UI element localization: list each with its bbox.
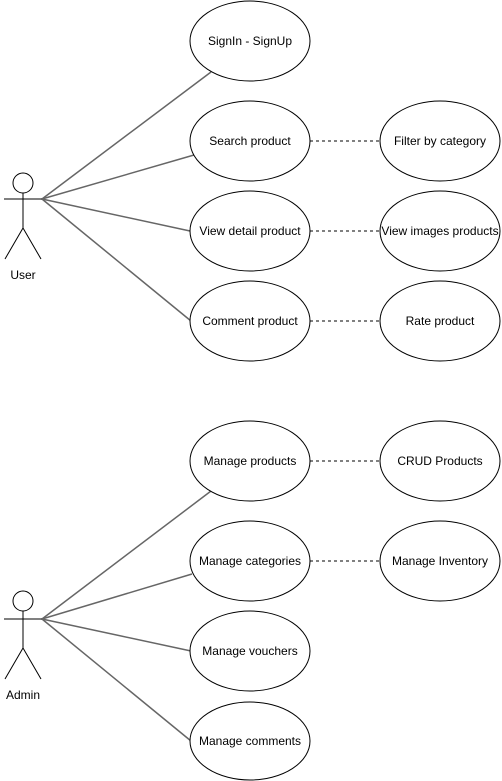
actor-user[interactable]: User <box>4 172 42 282</box>
usecase-manage-comments-label: Manage comments <box>199 734 301 748</box>
usecase-manage-vouchers[interactable]: Manage vouchers <box>189 610 311 692</box>
usecase-signin[interactable]: SignIn - SignUp <box>189 0 311 82</box>
usecase-view-images-products-label: View images products <box>381 224 498 238</box>
usecase-manage-categories-label: Manage categories <box>199 554 301 568</box>
assoc-user-comment <box>41 198 192 322</box>
actor-admin-icon <box>4 590 42 680</box>
usecase-comment-product[interactable]: Comment product <box>189 280 311 362</box>
usecase-search-product-label: Search product <box>209 134 291 148</box>
assoc-admin-manage-comments <box>41 618 192 742</box>
usecase-manage-products[interactable]: Manage products <box>189 420 311 502</box>
usecase-signin-label: SignIn - SignUp <box>208 34 292 48</box>
usecase-manage-categories[interactable]: Manage categories <box>189 520 311 602</box>
user-associations <box>41 71 212 322</box>
usecase-search-product[interactable]: Search product <box>189 100 311 182</box>
usecase-view-images-products[interactable]: View images products <box>379 190 501 272</box>
actor-admin[interactable]: Admin <box>4 590 42 702</box>
usecase-crud-products-label: CRUD Products <box>397 454 482 468</box>
usecase-filter-by-category[interactable]: Filter by category <box>379 100 501 182</box>
assoc-admin-manage-vouchers <box>41 618 192 652</box>
usecase-view-detail-product[interactable]: View detail product <box>189 190 311 272</box>
usecase-comment-product-label: Comment product <box>202 314 298 328</box>
usecase-manage-products-label: Manage products <box>204 454 297 468</box>
usecase-rate-product[interactable]: Rate product <box>379 280 501 362</box>
dashed-relations <box>310 140 380 562</box>
actor-admin-label: Admin <box>6 688 40 702</box>
usecase-manage-vouchers-label: Manage vouchers <box>202 644 297 658</box>
admin-associations <box>41 490 212 742</box>
assoc-user-search <box>41 154 195 200</box>
usecase-rate-product-label: Rate product <box>406 314 475 328</box>
usecase-filter-by-category-label: Filter by category <box>394 134 486 148</box>
actor-user-icon <box>4 172 42 260</box>
usecase-manage-inventory[interactable]: Manage Inventory <box>379 520 501 602</box>
usecase-manage-inventory-label: Manage Inventory <box>392 554 488 568</box>
usecase-manage-comments[interactable]: Manage comments <box>189 701 311 781</box>
assoc-admin-manage-categories <box>41 573 193 620</box>
assoc-user-view-detail <box>41 198 191 232</box>
actor-user-label: User <box>10 268 35 282</box>
usecase-crud-products[interactable]: CRUD Products <box>379 420 501 502</box>
assoc-user-signin <box>41 71 212 200</box>
assoc-admin-manage-products <box>41 490 212 620</box>
usecase-view-detail-product-label: View detail product <box>199 224 301 238</box>
